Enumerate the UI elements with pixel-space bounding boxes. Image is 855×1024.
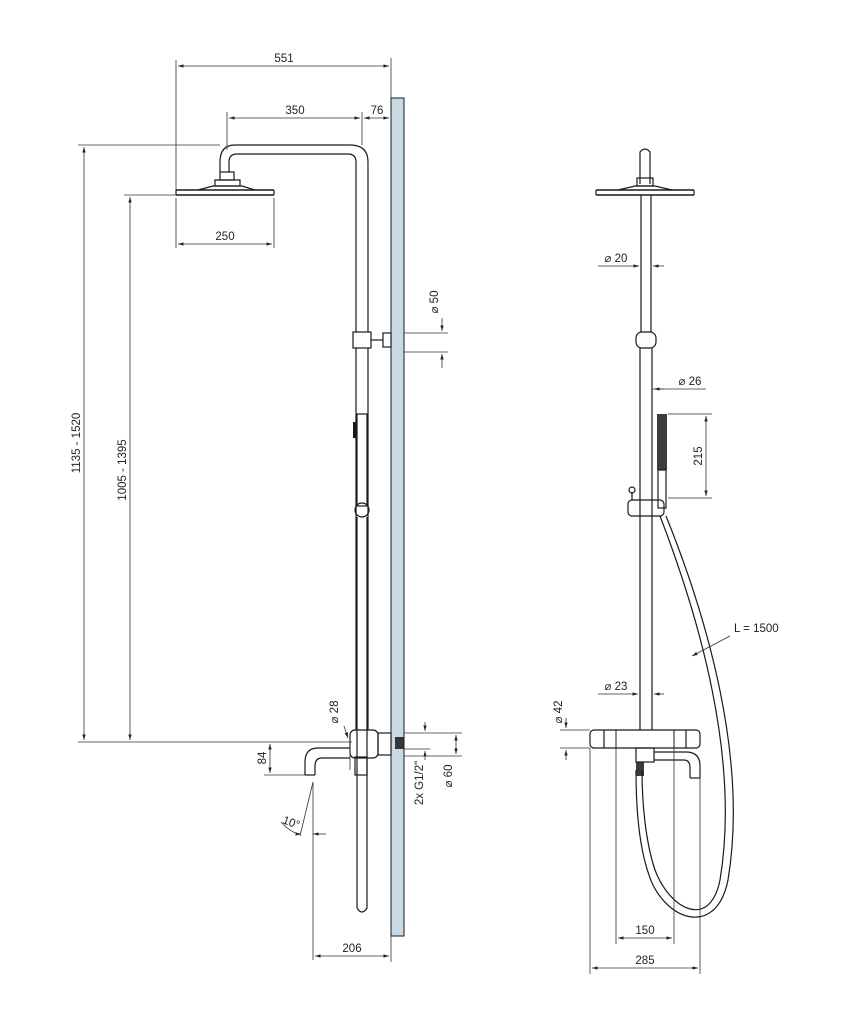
dimension-head-diameter: 250 bbox=[175, 198, 275, 248]
shower-head-front bbox=[595, 148, 695, 196]
dimension-height-total: 1135 - 1520 bbox=[71, 144, 352, 743]
dimension-arm-length: 350 bbox=[226, 105, 363, 150]
dim-dia-26: ⌀ 26 bbox=[679, 376, 702, 388]
dim-551: 551 bbox=[274, 53, 293, 65]
front-view: ⌀ 20 ⌀ 26 215 L = 1500 ⌀ 23 ⌀ 42 bbox=[553, 148, 779, 974]
dim-10deg: 10° bbox=[281, 815, 301, 832]
riser-pipe bbox=[219, 144, 369, 332]
dim-1005-1395: 1005 - 1395 bbox=[117, 439, 129, 500]
dimension-riser-dia: ⌀ 23 bbox=[598, 681, 664, 696]
dimension-upper-pipe-dia: ⌀ 20 bbox=[598, 253, 664, 268]
dim-dia-50: ⌀ 50 bbox=[429, 291, 441, 314]
dimension-mixer-dia: ⌀ 42 bbox=[553, 701, 590, 760]
dimension-mixer-pipe-dia: ⌀ 28 bbox=[329, 701, 351, 770]
dim-285: 285 bbox=[635, 955, 654, 967]
dim-l1500: L = 1500 bbox=[734, 623, 779, 635]
dimension-bracket-dia: ⌀ 50 bbox=[404, 291, 448, 368]
dim-215: 215 bbox=[693, 446, 705, 465]
dim-dia-20: ⌀ 20 bbox=[605, 253, 628, 265]
front-pipe bbox=[635, 195, 657, 730]
wall bbox=[390, 97, 405, 937]
mixer-side bbox=[304, 729, 404, 776]
dim-dia-42: ⌀ 42 bbox=[553, 701, 565, 724]
dim-250: 250 bbox=[215, 231, 234, 243]
dimension-spout-angle: 10° bbox=[280, 781, 326, 960]
dim-dia-60: ⌀ 60 bbox=[443, 765, 455, 788]
handshower-side bbox=[353, 413, 370, 913]
dimension-hose-length: L = 1500 bbox=[691, 623, 779, 657]
shower-head-side bbox=[175, 171, 275, 196]
mixer-front bbox=[589, 729, 701, 779]
hose bbox=[635, 515, 734, 918]
dimension-spout-projection: 206 bbox=[315, 936, 392, 962]
dimension-connection: 2x G1/2" ⌀ 60 bbox=[404, 722, 462, 805]
dim-dia-23: ⌀ 23 bbox=[605, 681, 628, 693]
dim-dia-28: ⌀ 28 bbox=[329, 701, 341, 724]
side-view: 551 350 76 250 1135 - 1520 1005 - 13 bbox=[71, 53, 462, 962]
dim-206: 206 bbox=[342, 943, 361, 955]
dimension-overall-width: 551 bbox=[175, 53, 392, 190]
dimension-inlet-spacing: 150 bbox=[615, 748, 675, 944]
dim-350: 350 bbox=[285, 105, 304, 117]
dimension-height-head: 1005 - 1395 bbox=[117, 194, 176, 740]
dimension-wall-offset: 76 bbox=[364, 105, 389, 120]
wall-bracket bbox=[352, 331, 392, 349]
dim-1135-1520: 1135 - 1520 bbox=[71, 413, 83, 474]
riser-pipe-lower bbox=[355, 348, 369, 730]
dimension-mixer-width: 285 bbox=[589, 748, 701, 974]
handshower-front bbox=[627, 414, 667, 517]
dim-76: 76 bbox=[371, 105, 384, 117]
dim-84: 84 bbox=[257, 751, 269, 764]
dimension-lower-pipe-dia: ⌀ 26 bbox=[652, 376, 706, 391]
dim-g12: 2x G1/2" bbox=[414, 761, 426, 805]
dimension-handshower-length: 215 bbox=[668, 413, 712, 499]
dim-150: 150 bbox=[635, 925, 654, 937]
dimension-spout-height: 84 bbox=[257, 744, 305, 776]
